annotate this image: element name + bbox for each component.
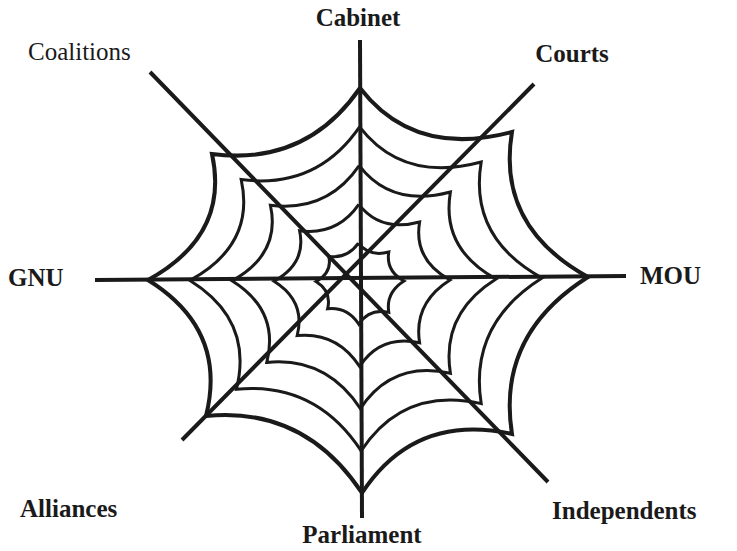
web-label: Courts xyxy=(535,40,609,68)
web-spoke xyxy=(95,276,626,280)
web-ring xyxy=(232,166,496,409)
web-ring xyxy=(148,88,588,493)
web-label: Parliament xyxy=(302,521,421,549)
web-label: Cabinet xyxy=(316,4,401,32)
web-label: Alliances xyxy=(20,495,117,523)
web-label: Coalitions xyxy=(28,38,131,66)
web-label: Independents xyxy=(552,497,697,525)
web-label: MOU xyxy=(640,262,701,290)
web-ring xyxy=(190,127,542,451)
web-ring xyxy=(316,243,404,324)
web-label: GNU xyxy=(8,264,64,292)
web-spoke xyxy=(150,72,548,482)
web-ring xyxy=(274,204,450,366)
